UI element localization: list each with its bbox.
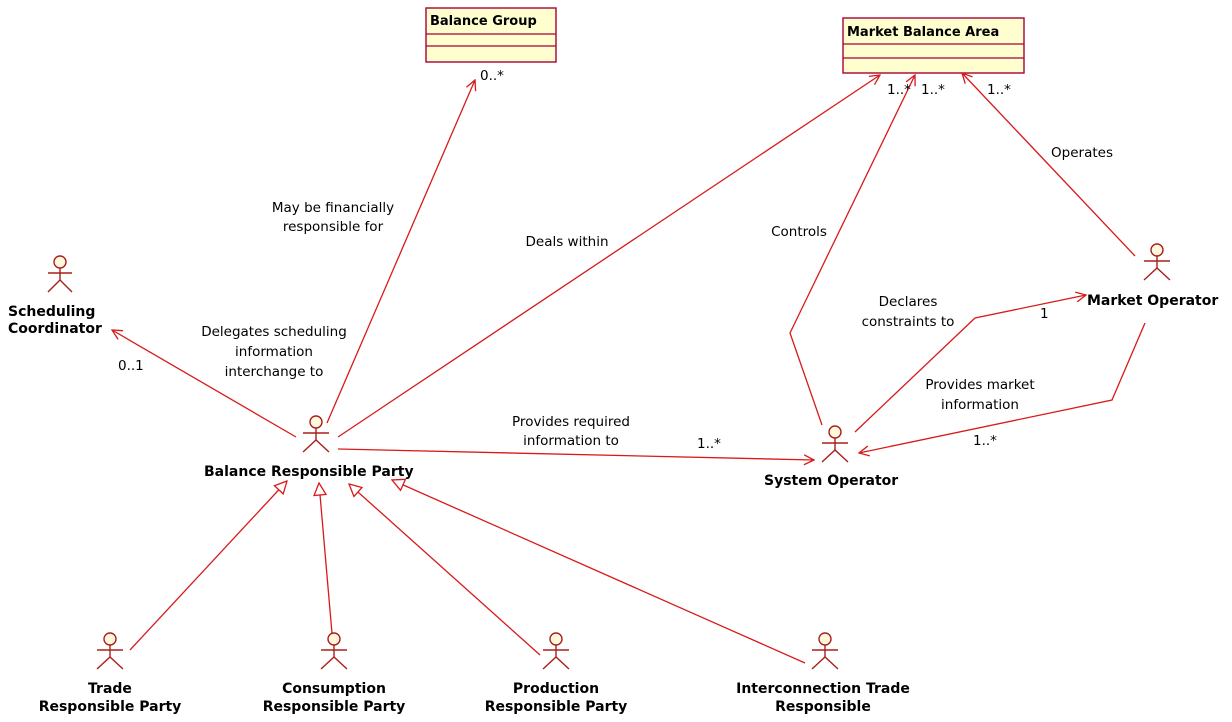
relation-label: information to xyxy=(523,433,619,449)
relation-label: Provides required xyxy=(512,414,630,430)
actor-interconnection-trade-responsible[interactable] xyxy=(811,632,839,670)
relation-label: responsible for xyxy=(283,219,384,235)
edge-may-be-financially-responsible xyxy=(326,80,475,424)
edge-delegates-scheduling xyxy=(112,330,297,438)
relation-label: Provides market xyxy=(925,377,1034,393)
actor-label: Interconnection Trade xyxy=(736,681,910,697)
actor-production-responsible-party[interactable] xyxy=(542,632,570,670)
relation-label: Deals within xyxy=(526,234,609,250)
edge-operates xyxy=(962,73,1136,257)
multiplicity: 1..* xyxy=(887,82,911,98)
actor-trade-responsible-party[interactable] xyxy=(96,632,124,670)
edge-provides-market-information xyxy=(859,322,1146,453)
actor-label: Responsible Party xyxy=(39,699,182,715)
actor-label: Scheduling xyxy=(8,304,95,320)
relation-label: interchange to xyxy=(225,364,324,380)
multiplicity: 1 xyxy=(1040,306,1049,322)
edge-generalization-interconnection xyxy=(392,480,806,664)
edge-deals-within xyxy=(337,75,880,438)
relation-label: Delegates scheduling xyxy=(201,324,347,340)
edge-controls xyxy=(789,75,915,426)
actor-consumption-responsible-party[interactable] xyxy=(320,632,348,670)
actor-market-operator[interactable] xyxy=(1143,243,1171,281)
edge-generalization-consumption xyxy=(319,483,334,646)
relation-label: constraints to xyxy=(862,314,955,330)
class-balance-group[interactable]: Balance Group xyxy=(425,7,557,63)
edge-declares-constraints xyxy=(854,295,1086,433)
actor-balance-responsible-party[interactable] xyxy=(302,415,330,453)
relation-label: May be financially xyxy=(272,200,394,216)
multiplicity: 1..* xyxy=(987,82,1011,98)
relation-label: Operates xyxy=(1051,145,1113,161)
actor-label: Balance Responsible Party xyxy=(204,464,414,480)
relation-label: information xyxy=(235,344,313,360)
edge-provides-required-information xyxy=(337,448,814,460)
class-market-balance-area[interactable]: Market Balance Area xyxy=(842,17,1025,74)
multiplicity: 1..* xyxy=(973,433,997,449)
actor-label: Responsible Party xyxy=(485,699,628,715)
actor-label: Trade xyxy=(88,681,132,697)
actor-label: System Operator xyxy=(764,473,898,489)
multiplicity: 0..1 xyxy=(118,358,144,374)
multiplicity: 1..* xyxy=(697,436,721,452)
relation-label: information xyxy=(941,397,1019,413)
actor-label: Production xyxy=(513,681,599,697)
actor-label: Responsible xyxy=(775,699,871,715)
multiplicity: 1..* xyxy=(921,82,945,98)
edge-generalization-trade xyxy=(129,481,287,651)
actor-label: Coordinator xyxy=(8,321,102,337)
actor-system-operator[interactable] xyxy=(821,425,849,463)
actor-label: Consumption xyxy=(282,681,386,697)
relation-label: Declares xyxy=(879,294,938,310)
actor-label: Responsible Party xyxy=(263,699,406,715)
actor-label: Market Operator xyxy=(1087,293,1218,309)
edge-generalization-production xyxy=(349,484,541,656)
class-title: Balance Group xyxy=(430,14,537,29)
class-title: Market Balance Area xyxy=(847,25,999,40)
relation-label: Controls xyxy=(771,224,827,240)
actor-scheduling-coordinator[interactable] xyxy=(47,255,73,293)
multiplicity: 0..* xyxy=(480,68,504,84)
